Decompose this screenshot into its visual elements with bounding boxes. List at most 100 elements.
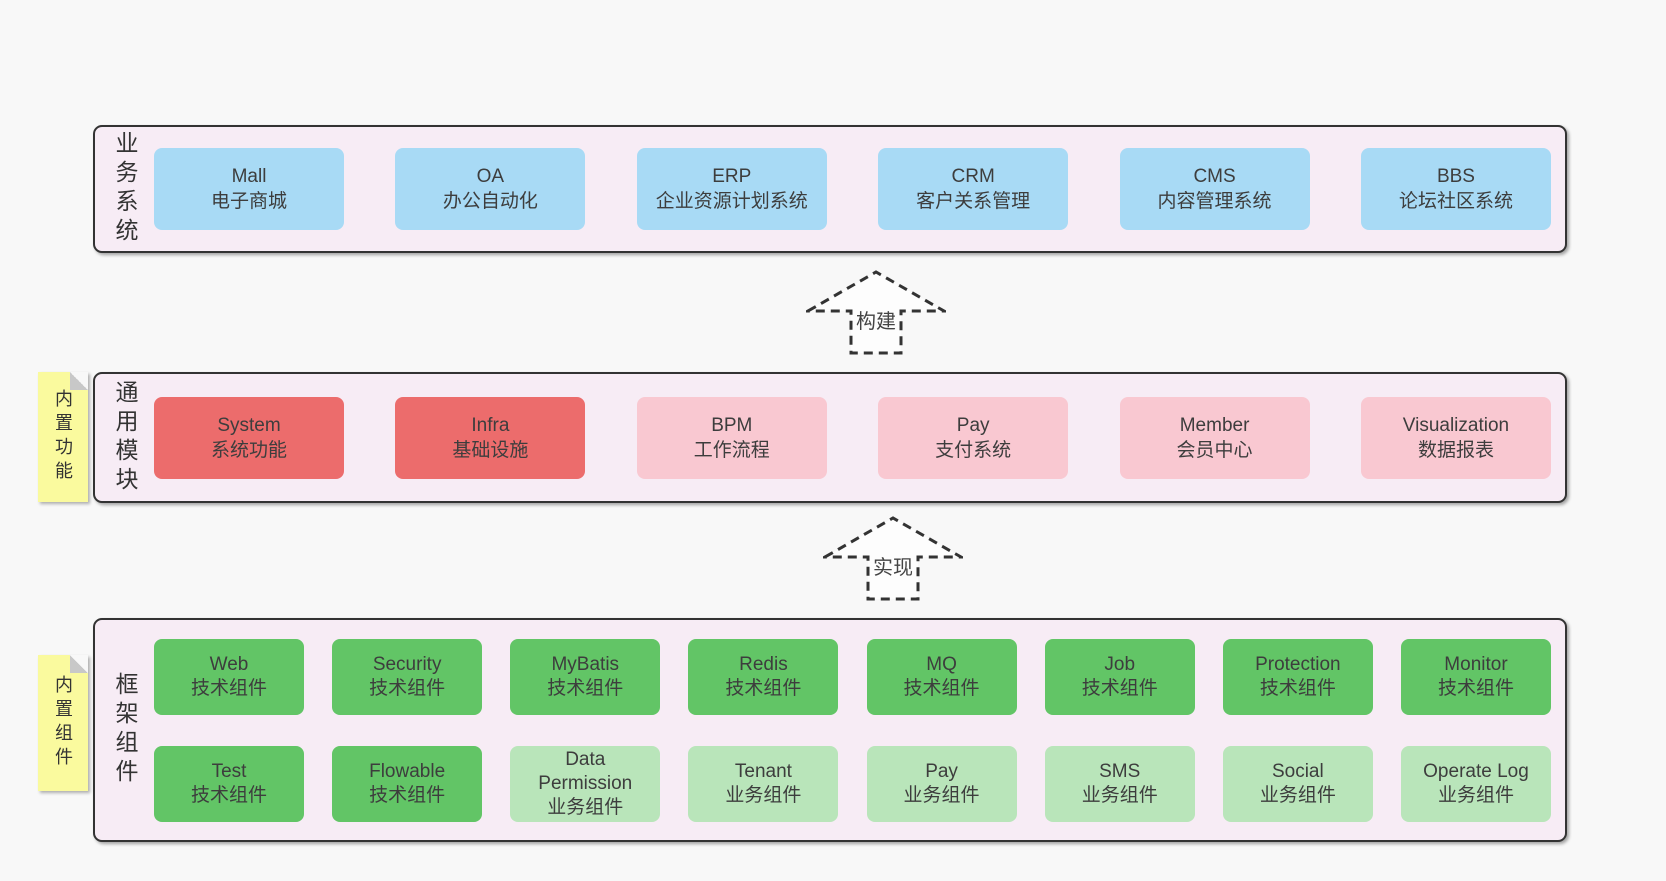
box-web: Web 技术组件 <box>154 638 304 715</box>
box-name: Web <box>209 653 249 675</box>
box-desc: 企业资源计划系统 <box>655 191 808 212</box>
box-name: Member <box>1179 414 1250 436</box>
box-name: Security <box>372 653 442 675</box>
box-name: Mall <box>231 166 267 187</box>
box-desc: 支付系统 <box>935 439 1012 461</box>
box-desc: 办公自动化 <box>442 191 538 212</box>
box-protection: Protection 技术组件 <box>1222 638 1373 715</box>
box-name: Infra <box>471 414 510 436</box>
section-label-modules: 通用模块 <box>112 379 138 496</box>
module-boxes-row: System 系统功能 Infra 基础设施 BPM 工作流程 Pay 支付系统… <box>142 396 1565 479</box>
box-name: SMS <box>1099 760 1141 782</box>
box-social: Social 业务组件 <box>1222 745 1373 822</box>
box-desc: 技术组件 <box>903 677 980 699</box>
box-name: CRM <box>951 166 995 187</box>
box-member: Member 会员中心 <box>1119 396 1310 479</box>
box-desc: 技术组件 <box>369 677 446 699</box>
box-test: Test 技术组件 <box>154 745 304 822</box>
folded-corner-icon <box>70 372 88 390</box>
section-common-modules: 通用模块 System 系统功能 Infra 基础设施 BPM 工作流程 Pay… <box>93 372 1567 503</box>
box-data-permission: Data Permission 业务组件 <box>510 745 661 822</box>
box-crm: CRM 客户关系管理 <box>878 148 1069 230</box>
box-name: MQ <box>926 653 957 675</box>
box-desc: 技术组件 <box>1259 677 1336 699</box>
folded-corner-icon <box>70 655 88 673</box>
box-name: Test <box>211 760 247 782</box>
box-name: Pay <box>956 414 990 436</box>
box-desc: 业务组件 <box>1081 784 1158 806</box>
box-bpm: BPM 工作流程 <box>636 396 827 479</box>
box-desc: 内容管理系统 <box>1157 191 1272 212</box>
sticky-note-builtin-components: 内置组件 <box>38 655 88 791</box>
sticky-label: 内置功能 <box>53 389 73 485</box>
box-infra: Infra 基础设施 <box>395 396 586 479</box>
box-desc: 业务组件 <box>903 784 980 806</box>
box-desc: 技术组件 <box>190 677 267 699</box>
box-desc: 基础设施 <box>452 439 529 461</box>
box-desc: 技术组件 <box>369 784 446 806</box>
box-operate-log: Operate Log 业务组件 <box>1400 745 1551 822</box>
box-name: ERP <box>712 166 752 187</box>
box-pay: Pay 支付系统 <box>878 396 1069 479</box>
box-job: Job 技术组件 <box>1044 638 1195 715</box>
box-system: System 系统功能 <box>154 396 344 479</box>
box-desc: 技术组件 <box>190 784 267 806</box>
box-oa: OA 办公自动化 <box>395 148 586 230</box>
implement-arrow: 实现 <box>823 516 963 601</box>
box-security: Security 技术组件 <box>332 638 483 715</box>
box-name: Social <box>1271 760 1324 782</box>
box-name: Job <box>1104 653 1136 675</box>
box-monitor: Monitor 技术组件 <box>1400 638 1551 715</box>
box-mybatis: MyBatis 技术组件 <box>510 638 661 715</box>
sticky-label: 内置组件 <box>53 675 73 771</box>
box-name: Data Permission <box>538 748 633 794</box>
box-desc: 业务组件 <box>1437 784 1514 806</box>
box-name: Pay <box>925 760 958 782</box>
box-name: System <box>217 414 281 436</box>
box-desc: 技术组件 <box>547 677 624 699</box>
box-desc: 论坛社区系统 <box>1398 191 1513 212</box>
box-desc: 业务组件 <box>1259 784 1336 806</box>
box-desc: 业务组件 <box>547 796 624 818</box>
box-flowable: Flowable 技术组件 <box>332 745 483 822</box>
box-name: Operate Log <box>1423 760 1529 782</box>
box-bbs: BBS 论坛社区系统 <box>1360 148 1551 230</box>
component-rows: Web 技术组件 Security 技术组件 MyBatis 技术组件 Redi… <box>142 638 1565 822</box>
sticky-note-builtin-features: 内置功能 <box>38 372 88 502</box>
section-business-systems: 业务系统 Mall 电子商城 OA 办公自动化 ERP 企业资源计划系统 CRM… <box>93 125 1567 253</box>
box-name: Redis <box>739 653 788 675</box>
box-name: MyBatis <box>551 653 620 675</box>
section-framework-components: 框架组件 Web 技术组件 Security 技术组件 MyBatis 技术组件… <box>93 618 1567 842</box>
box-name: Visualization <box>1402 414 1510 436</box>
box-mq: MQ 技术组件 <box>866 638 1017 715</box>
box-desc: 业务组件 <box>725 784 802 806</box>
box-mall: Mall 电子商城 <box>154 148 344 230</box>
tech-components-row: Web 技术组件 Security 技术组件 MyBatis 技术组件 Redi… <box>154 638 1551 715</box>
box-desc: 技术组件 <box>1081 677 1158 699</box>
biz-components-row: Test 技术组件 Flowable 技术组件 Data Permission … <box>154 745 1551 822</box>
box-desc: 电子商城 <box>210 191 287 212</box>
box-name: CMS <box>1193 166 1236 187</box>
box-visualization: Visualization 数据报表 <box>1360 396 1551 479</box>
section-label-business: 业务系统 <box>112 131 138 247</box>
box-desc: 工作流程 <box>693 439 770 461</box>
box-name: BBS <box>1436 166 1475 187</box>
box-erp: ERP 企业资源计划系统 <box>636 148 827 230</box>
box-pay-biz: Pay 业务组件 <box>866 745 1017 822</box>
box-sms: SMS 业务组件 <box>1044 745 1195 822</box>
build-arrow: 构建 <box>806 270 946 355</box>
box-name: Flowable <box>369 760 446 782</box>
box-desc: 系统功能 <box>210 439 287 461</box>
box-cms: CMS 内容管理系统 <box>1119 148 1310 230</box>
box-name: Monitor <box>1444 653 1508 675</box>
arrow-label-build: 构建 <box>853 304 899 335</box>
section-label-components: 框架组件 <box>112 672 138 788</box>
box-redis: Redis 技术组件 <box>688 638 839 715</box>
box-name: Protection <box>1255 653 1341 675</box>
arrow-label-implement: 实现 <box>870 550 916 581</box>
box-desc: 技术组件 <box>1437 677 1514 699</box>
box-tenant: Tenant 业务组件 <box>688 745 839 822</box>
box-name: Tenant <box>734 760 792 782</box>
box-desc: 数据报表 <box>1417 439 1494 461</box>
